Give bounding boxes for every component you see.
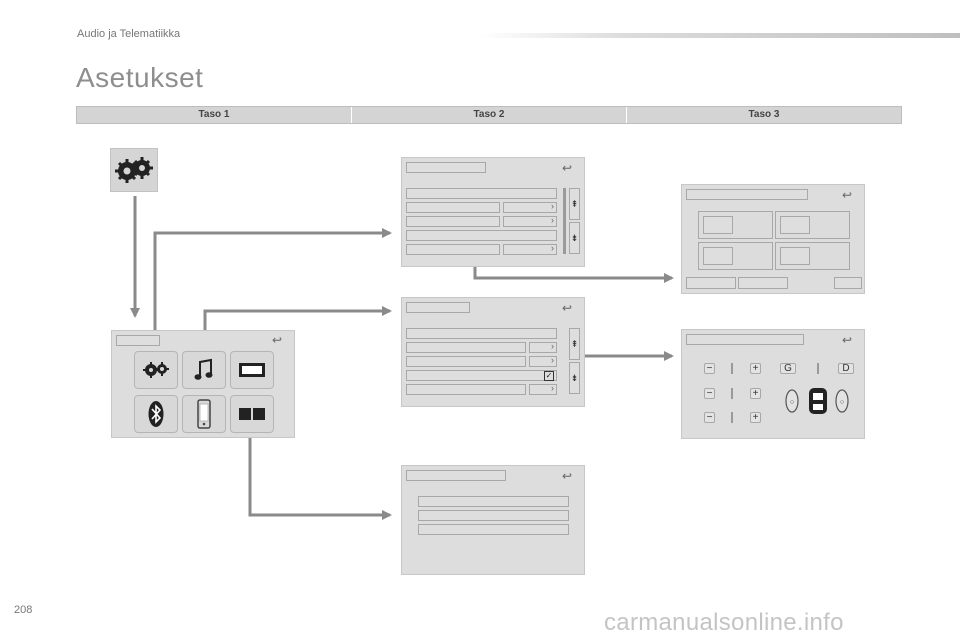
chevron-right-icon: ›: [551, 243, 554, 253]
levels-header: Taso 1 Taso 2 Taso 3: [76, 106, 902, 124]
menu-row-label[interactable]: [406, 244, 500, 255]
chevron-right-icon: ›: [551, 341, 554, 351]
level-indicator: [817, 363, 819, 374]
menu-row-value[interactable]: ›: [503, 201, 557, 213]
settings-button[interactable]: [134, 351, 178, 389]
car-balance-icon: ○ ○: [785, 388, 849, 414]
panel-title-field: [406, 302, 470, 313]
level3-panel-a: ↩: [681, 184, 865, 294]
phone-button[interactable]: [182, 395, 226, 433]
music-note-icon: [194, 358, 213, 380]
back-arrow-icon[interactable]: ↩: [562, 301, 573, 315]
option-thumb: [703, 247, 733, 265]
phone-icon: [197, 399, 211, 429]
bluetooth-icon: [148, 401, 164, 427]
menu-row-value[interactable]: ›: [529, 341, 557, 353]
gears-icon: [115, 157, 153, 183]
menu-row-value[interactable]: ›: [529, 383, 557, 395]
level-2-label: Taso 2: [352, 107, 627, 123]
chevron-right-icon: ›: [551, 355, 554, 365]
display-button[interactable]: [230, 351, 274, 389]
option-thumb: [780, 247, 810, 265]
display-icon: [239, 363, 265, 377]
level2-panel-c: ↩: [401, 465, 585, 575]
music-button[interactable]: [182, 351, 226, 389]
menu-row[interactable]: [406, 328, 557, 339]
svg-text:○: ○: [840, 399, 844, 406]
level2-panel-b: ↩ › › ✓ › ⇞ ⇟: [401, 297, 585, 407]
increase-button[interactable]: +: [750, 363, 761, 374]
decrease-button[interactable]: −: [704, 412, 715, 423]
checkbox-icon[interactable]: ✓: [544, 371, 554, 381]
chevron-right-icon: ›: [551, 201, 554, 211]
scroll-down-button[interactable]: ⇟: [569, 362, 580, 394]
decrease-button[interactable]: −: [704, 388, 715, 399]
level-indicator: [731, 388, 733, 399]
bluetooth-button[interactable]: [134, 395, 178, 433]
watermark: carmanualsonline.info: [604, 609, 844, 636]
page-number: 208: [14, 604, 33, 616]
increase-button[interactable]: +: [750, 412, 761, 423]
option-thumb: [780, 216, 810, 234]
menu-row-value[interactable]: ›: [529, 355, 557, 367]
footer-button[interactable]: [686, 277, 736, 289]
back-arrow-icon[interactable]: ↩: [562, 161, 573, 175]
menu-row[interactable]: [418, 524, 569, 535]
panel-title-field: [406, 162, 486, 173]
header-rule: [480, 33, 960, 38]
main-menu-panel: ↩: [111, 330, 295, 438]
chevron-right-icon: ›: [551, 383, 554, 393]
left-button[interactable]: G: [780, 363, 796, 374]
scroll-up-button[interactable]: ⇞: [569, 328, 580, 360]
option-box[interactable]: [775, 211, 850, 239]
panel-title-field: [686, 334, 804, 345]
decrease-button[interactable]: −: [704, 363, 715, 374]
scrollbar-track[interactable]: [563, 188, 566, 254]
level-1-label: Taso 1: [77, 107, 352, 123]
settings-tile[interactable]: [110, 148, 158, 192]
option-thumb: [703, 216, 733, 234]
level-indicator: [731, 412, 733, 423]
level2-panel-a: ↩ › › › ⇞ ⇟: [401, 157, 585, 267]
back-arrow-icon[interactable]: ↩: [562, 469, 573, 483]
svg-text:○: ○: [790, 399, 794, 406]
option-box[interactable]: [775, 242, 850, 270]
panel-title-field: [406, 470, 506, 481]
level-3-label: Taso 3: [748, 109, 780, 120]
menu-row-value[interactable]: ›: [503, 243, 557, 255]
menu-row-label[interactable]: [406, 216, 500, 227]
split-screen-icon: [239, 408, 265, 420]
menu-row[interactable]: [406, 230, 557, 241]
footer-button[interactable]: [834, 277, 862, 289]
menu-row-label[interactable]: [406, 384, 526, 395]
page-title: Asetukset: [76, 62, 204, 93]
gears-icon: [143, 362, 169, 378]
menu-row[interactable]: [418, 510, 569, 521]
option-box[interactable]: [698, 211, 773, 239]
back-arrow-icon[interactable]: ↩: [842, 333, 853, 347]
menu-row-label[interactable]: [406, 356, 526, 367]
arrow-settings-to-level2-a: [153, 228, 392, 360]
chevron-right-icon: ›: [551, 215, 554, 225]
panel-title-field: [116, 335, 160, 346]
section-label: Audio ja Telematiikka: [77, 28, 181, 40]
back-arrow-icon[interactable]: ↩: [842, 188, 853, 202]
menu-row[interactable]: [406, 188, 557, 199]
menu-row-label[interactable]: [406, 342, 526, 353]
increase-button[interactable]: +: [750, 388, 761, 399]
level3-panel-b: ↩ − + G D − + − + ○ ○: [681, 329, 865, 439]
right-button[interactable]: D: [838, 363, 854, 374]
option-box[interactable]: [698, 242, 773, 270]
menu-row-value[interactable]: ›: [503, 215, 557, 227]
back-arrow-icon[interactable]: ↩: [272, 333, 283, 347]
footer-button[interactable]: [738, 277, 788, 289]
split-screen-button[interactable]: [230, 395, 274, 433]
panel-title-field: [686, 189, 808, 200]
menu-row-checkbox[interactable]: ✓: [406, 370, 557, 381]
menu-row-label[interactable]: [406, 202, 500, 213]
level-indicator: [731, 363, 733, 374]
menu-row[interactable]: [418, 496, 569, 507]
scroll-down-button[interactable]: ⇟: [569, 222, 580, 254]
scroll-up-button[interactable]: ⇞: [569, 188, 580, 220]
